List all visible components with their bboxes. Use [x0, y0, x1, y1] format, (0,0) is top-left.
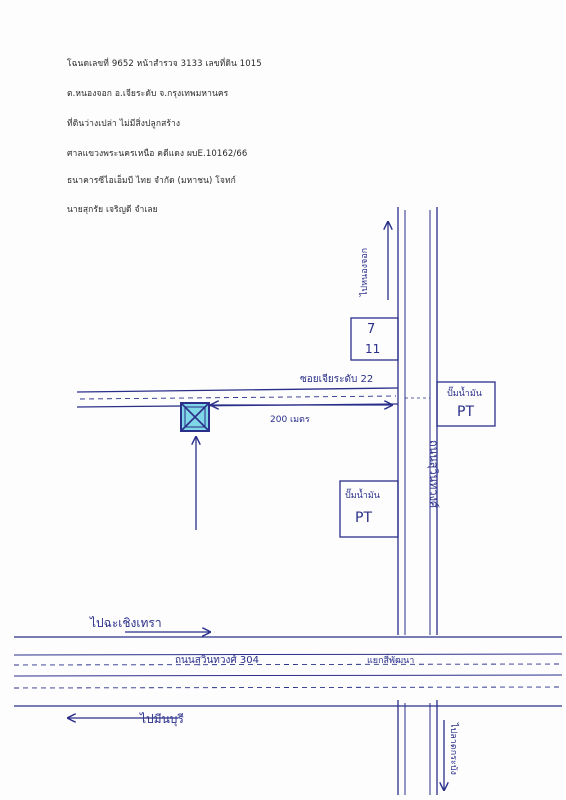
gas-station-label-right: ปั๊มน้ำมัน [447, 389, 482, 399]
gas-station-code-left: PT [355, 510, 372, 526]
seven-eleven-box [350, 317, 399, 361]
gas-station-label-left: ปั๊มน้ำมัน [345, 491, 380, 501]
highway-lane-dashes-1 [13, 663, 561, 666]
vertical-road-top-label: ไปหนองจอก [360, 247, 371, 297]
chachoengsao-label: ไปฉะเชิงเทรา [90, 616, 162, 630]
location-line: ต.หนองจอก อ.เจียระดับ จ.กรุงเทพมหานคร [67, 89, 229, 99]
highway-edge-2 [13, 653, 563, 656]
defendant-line: นายสุกรัย เจริญดี จำเลย [67, 205, 158, 215]
gas-station-box-right [436, 381, 496, 427]
highway-lane-dashes-2 [13, 686, 561, 689]
distance-label: 200 เมตร [270, 415, 310, 425]
title-deed-line: โฉนดเลขที่ 9652 หน้าสำรวจ 3133 เลขที่ดิน… [67, 59, 262, 69]
gas-station-code-right: PT [457, 404, 474, 420]
vertical-road-right-label: ถนนสุวินทวงศ์ [426, 440, 440, 508]
seven-eleven-top: 7 [367, 322, 376, 337]
vertical-road-bottom-label: ไปลาดกระบัง [447, 723, 458, 775]
main-road-label: ถนนสุวินทวงศ์ 304 [175, 655, 259, 666]
land-status-line: ที่ดินว่างเปล่า ไม่มีสิ่งปลูกสร้าง [67, 119, 181, 129]
seven-eleven-bottom: 11 [365, 342, 381, 356]
soi-label: ซอยเจียระดับ 22 [300, 374, 374, 385]
plaintiff-line: ธนาคารซีไอเอ็มบี ไทย จำกัด (มหาชน) โจทก์ [67, 176, 236, 186]
gas-station-box-left [339, 480, 399, 538]
highway-edge-3 [13, 674, 563, 677]
property-marker [180, 402, 210, 432]
court-case-line: ศาลแขวงพระนครเหนือ คดีแดง ผบE.10162/66 [67, 149, 248, 159]
soi-road-center [79, 395, 397, 400]
intersection-label: แยกสี่พัฒนา [367, 656, 415, 666]
min-buri-label: ไปมีนบุรี [140, 712, 184, 726]
soi-road-edge-top [76, 387, 399, 393]
